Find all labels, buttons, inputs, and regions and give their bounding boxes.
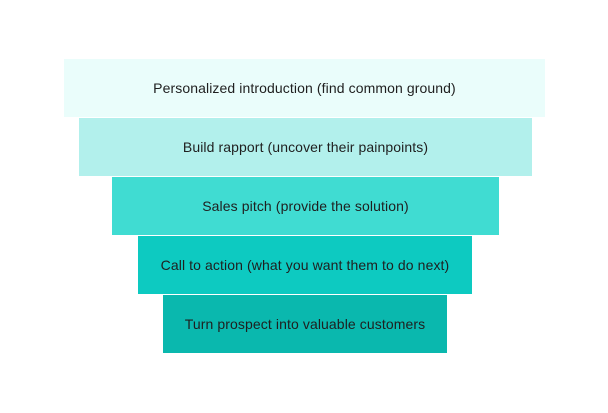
funnel-step-label: Build rapport (uncover their painpoints) xyxy=(182,139,429,155)
funnel-step-call-to-action: Call to action (what you want them to do… xyxy=(138,236,472,294)
funnel-step-rapport: Build rapport (uncover their painpoints) xyxy=(79,118,532,176)
funnel-step-label: Sales pitch (provide the solution) xyxy=(202,198,409,214)
funnel-step-conversion: Turn prospect into valuable customers xyxy=(163,295,447,353)
funnel-step-label: Personalized introduction (find common g… xyxy=(153,80,456,96)
funnel-step-introduction: Personalized introduction (find common g… xyxy=(64,59,545,117)
funnel-step-label: Call to action (what you want them to do… xyxy=(160,257,450,273)
funnel-step-label: Turn prospect into valuable customers xyxy=(184,316,426,332)
funnel-step-sales-pitch: Sales pitch (provide the solution) xyxy=(112,177,499,235)
